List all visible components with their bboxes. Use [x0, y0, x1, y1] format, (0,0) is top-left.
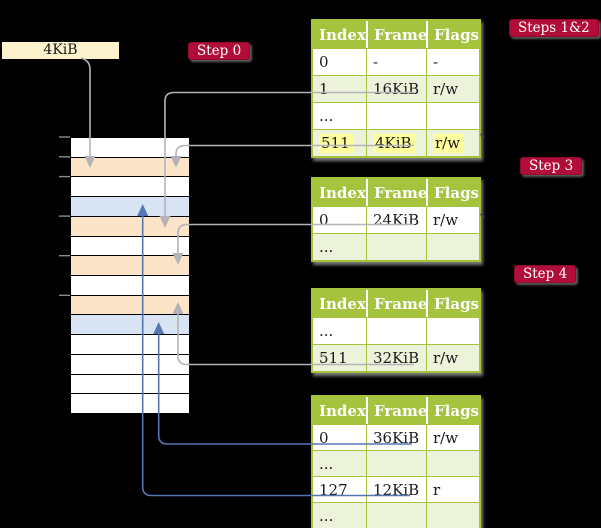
memory-row-orange	[71, 216, 189, 237]
page-table-4: Index Frame Flags 0 36KiB r/w ... 127 12…	[311, 395, 481, 528]
cell-index: ...	[319, 454, 334, 473]
table-row: ...	[313, 317, 479, 344]
cell-flags: r/w	[426, 130, 479, 156]
row-stub	[480, 133, 485, 139]
page-table-2: Index Frame Flags 0 24KiB r/w ...	[311, 177, 481, 262]
page-table-3: Index Frame Flags ... 511 32KiB r/w	[311, 288, 481, 373]
highlight: 511	[319, 133, 353, 153]
table-row-highlighted: 511 4KiB r/w	[313, 129, 479, 156]
cell-flags	[426, 503, 479, 528]
cell-frame: 36KiB	[366, 425, 426, 450]
table-row: 127 12KiB r	[313, 476, 479, 502]
memory-row-plain	[71, 138, 189, 158]
table-header-row: Index Frame Flags	[313, 21, 479, 48]
badge-step-4: Step 4	[514, 265, 577, 283]
col-header-flags: Flags	[426, 290, 479, 317]
cell-flags	[426, 451, 479, 476]
cell-flags: -	[426, 49, 479, 75]
row-stubs	[480, 133, 485, 219]
col-header-flags: Flags	[426, 397, 479, 424]
page-size-label: 4KiB	[2, 42, 119, 59]
memory-row-blue	[71, 315, 189, 336]
col-header-index: Index	[319, 294, 366, 313]
memory-row-orange	[71, 256, 189, 277]
badge-step-0: Step 0	[188, 42, 251, 60]
cell-index: ...	[319, 322, 334, 340]
memory-row-plain	[71, 394, 189, 414]
table-row: ...	[313, 502, 479, 528]
table-row: 511 32KiB r/w	[313, 344, 479, 371]
cell-index: 511	[313, 130, 366, 156]
cell-frame: -	[366, 49, 426, 75]
memory-row-plain	[71, 177, 189, 198]
cell-frame: 12KiB	[366, 477, 426, 502]
cell-index: 0	[319, 53, 329, 71]
cell-frame: 16KiB	[366, 76, 426, 102]
highlight: r/w	[433, 133, 464, 153]
cell-flags: r	[426, 477, 479, 502]
table-row: 1 16KiB r/w	[313, 75, 479, 102]
col-header-flags: Flags	[426, 179, 479, 206]
cell-index: 511	[319, 349, 348, 367]
memory-row-plain	[71, 335, 189, 355]
table-row: 0 36KiB r/w	[313, 424, 479, 450]
table-header-row: Index Frame Flags	[313, 290, 479, 317]
cell-flags	[426, 318, 479, 344]
cell-index: 0	[319, 428, 329, 447]
memory-row-blue	[71, 197, 189, 217]
col-header-frame: Frame	[366, 397, 427, 424]
memory-row-orange	[71, 157, 189, 178]
memory-row-orange	[71, 295, 189, 316]
cell-flags: r/w	[426, 345, 479, 371]
memory-column	[70, 137, 190, 414]
table-row: 0 24KiB r/w	[313, 206, 479, 233]
cell-flags: r/w	[426, 425, 479, 450]
col-header-flags: Flags	[426, 21, 479, 48]
cell-index: ...	[319, 238, 334, 256]
cell-frame	[366, 503, 426, 528]
col-header-index: Index	[319, 25, 366, 44]
cell-frame	[366, 451, 426, 476]
row-stub	[480, 212, 485, 219]
cell-flags: r/w	[426, 207, 479, 233]
cell-index: 0	[319, 211, 329, 229]
cell-frame: 4KiB	[366, 130, 426, 156]
cell-flags	[426, 103, 479, 129]
memory-row-plain	[71, 354, 189, 375]
cell-flags: r/w	[426, 76, 479, 102]
memory-row-plain	[71, 374, 189, 395]
cell-frame	[366, 318, 426, 344]
table-row: ...	[313, 450, 479, 476]
cell-frame: 32KiB	[366, 345, 426, 371]
badge-steps-1-2: Steps 1&2	[509, 19, 599, 37]
cell-frame: 24KiB	[366, 207, 426, 233]
page-table-1: Index Frame Flags 0 - - 1 16KiB r/w ... …	[311, 19, 481, 158]
col-header-index: Index	[319, 183, 366, 202]
table-header-row: Index Frame Flags	[313, 397, 479, 424]
cell-index: ...	[319, 506, 334, 525]
col-header-frame: Frame	[366, 179, 427, 206]
col-header-frame: Frame	[366, 21, 427, 48]
col-header-index: Index	[319, 401, 366, 420]
col-header-frame: Frame	[366, 290, 427, 317]
cell-flags	[426, 234, 479, 260]
badge-step-3: Step 3	[520, 157, 583, 175]
table-header-row: Index Frame Flags	[313, 179, 479, 206]
cell-index: ...	[319, 107, 334, 125]
table-row: ...	[313, 102, 479, 129]
memory-ticks	[59, 136, 70, 296]
table-row: 0 - -	[313, 48, 479, 75]
cell-index: 1	[319, 80, 329, 98]
memory-row-plain	[71, 236, 189, 257]
memory-row-plain	[71, 276, 189, 296]
highlight: 4KiB	[373, 133, 415, 153]
table-row: ...	[313, 233, 479, 260]
cell-index: 127	[319, 480, 348, 499]
cell-frame	[366, 234, 426, 260]
cell-frame	[366, 103, 426, 129]
